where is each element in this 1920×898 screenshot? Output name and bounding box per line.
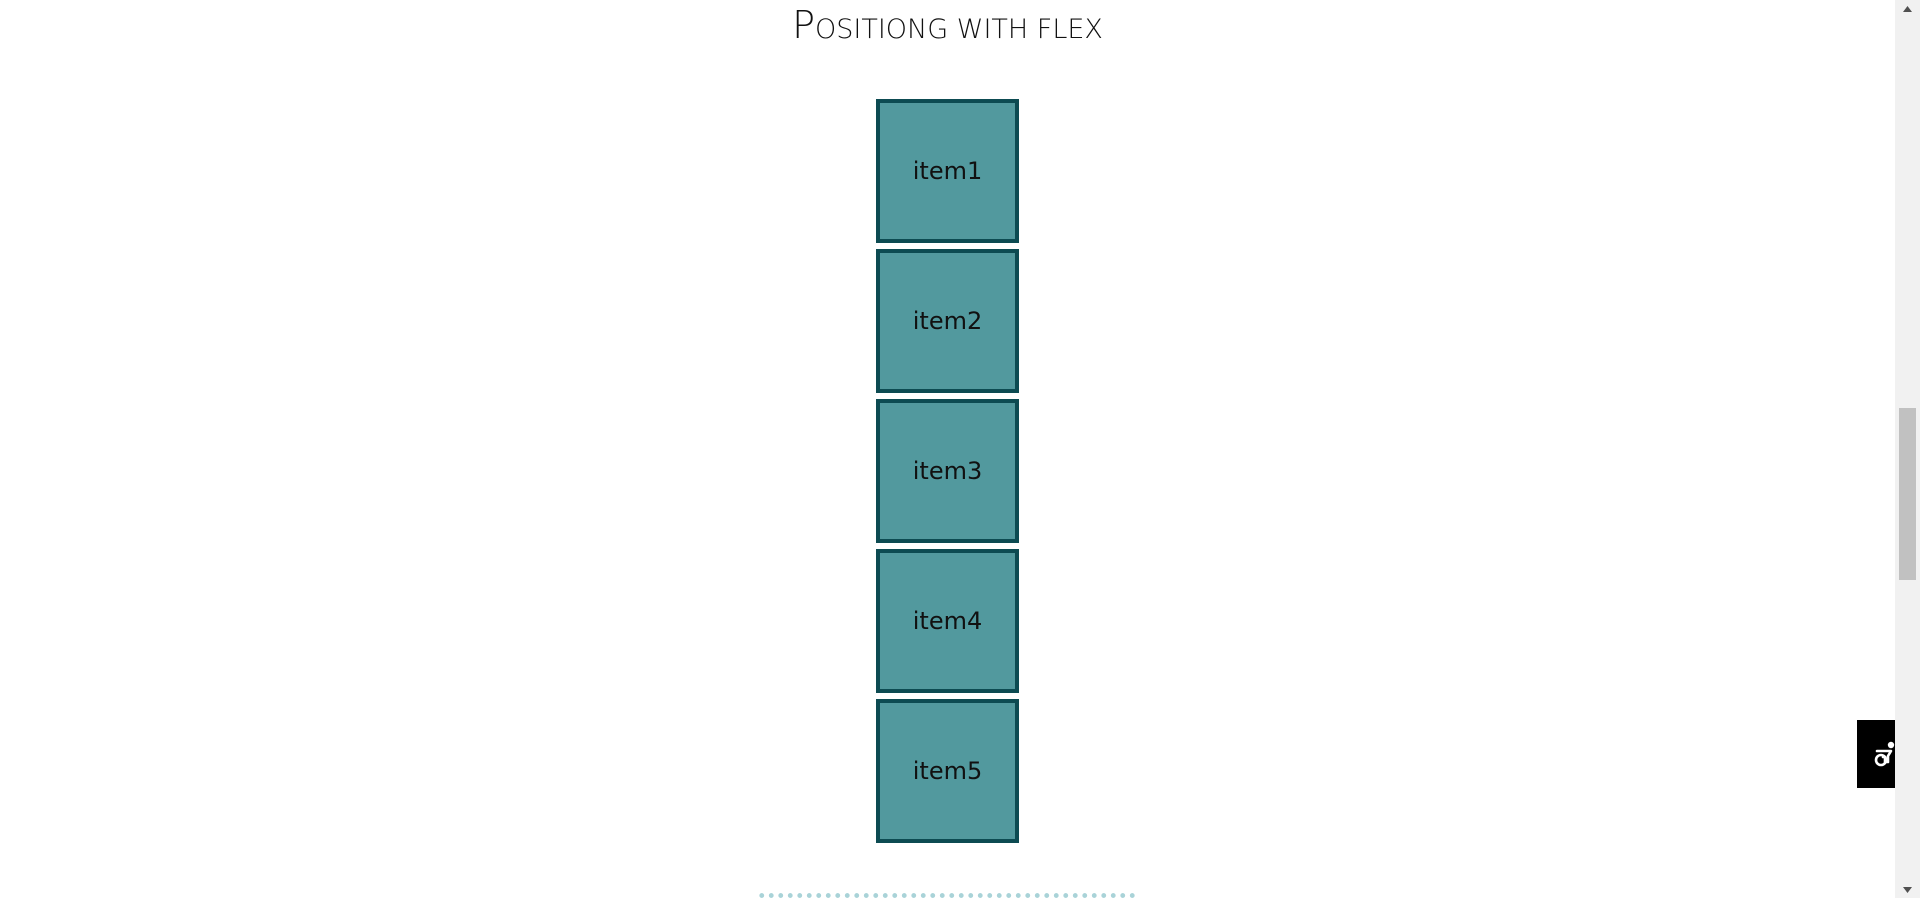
flex-item-label: item4 bbox=[912, 607, 983, 635]
scroll-up-button[interactable] bbox=[1895, 0, 1920, 17]
flex-item-4: item4 bbox=[876, 549, 1019, 693]
page-title-rest: ositiong with flex bbox=[814, 14, 1103, 45]
accessibility-widget-button[interactable] bbox=[1857, 720, 1895, 788]
flex-item-label: item3 bbox=[912, 457, 983, 485]
flex-item-label: item2 bbox=[912, 307, 983, 335]
flex-item-2: item2 bbox=[876, 249, 1019, 393]
flex-container: item1 item2 item3 item4 item5 bbox=[876, 99, 1019, 843]
triangle-up-icon bbox=[1903, 5, 1912, 12]
flex-item-label: item5 bbox=[912, 757, 983, 785]
triangle-down-icon bbox=[1903, 886, 1912, 893]
page-title-initial: P bbox=[792, 3, 815, 47]
scroll-down-button[interactable] bbox=[1895, 881, 1920, 898]
scrollbar-thumb[interactable] bbox=[1899, 408, 1916, 580]
flex-item-3: item3 bbox=[876, 399, 1019, 543]
page-title: Positiong with flex bbox=[0, 0, 1895, 55]
flex-item-1: item1 bbox=[876, 99, 1019, 243]
accessibility-icon bbox=[1874, 741, 1895, 767]
flex-item-5: item5 bbox=[876, 699, 1019, 843]
flex-item-label: item1 bbox=[912, 157, 983, 185]
dotted-divider bbox=[757, 893, 1137, 898]
vertical-scrollbar[interactable] bbox=[1895, 0, 1920, 898]
